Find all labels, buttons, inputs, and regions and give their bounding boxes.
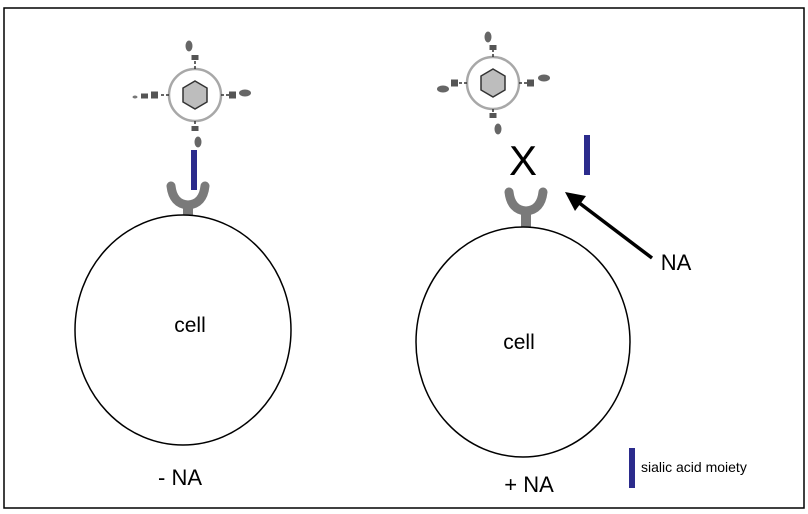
cell-label-left: cell bbox=[174, 314, 206, 337]
legend-label: sialic acid moiety bbox=[641, 459, 747, 475]
condition-label-right: + NA bbox=[504, 472, 554, 497]
virus-spike-top bbox=[185, 40, 199, 69]
cell-label-right: cell bbox=[503, 331, 535, 354]
enzyme-label: NA bbox=[661, 250, 692, 275]
legend-sialic-acid-swatch bbox=[629, 448, 635, 488]
left-panel: cell - NA bbox=[74, 40, 292, 490]
virus-spike-right bbox=[221, 89, 251, 99]
sialic-acid-bar-cleaved bbox=[584, 135, 590, 175]
right-panel: X NA cell + NA bbox=[415, 31, 692, 497]
cell-right bbox=[415, 226, 631, 458]
virus-core-hexagon bbox=[182, 80, 208, 110]
receptor-right bbox=[504, 187, 548, 227]
virus-spike-bottom bbox=[191, 121, 202, 148]
legend: sialic acid moiety bbox=[629, 448, 747, 488]
virus-spike-top bbox=[484, 31, 497, 57]
receptor-left bbox=[166, 181, 210, 218]
blocked-binding-mark: X bbox=[509, 137, 537, 184]
virus-spike-left bbox=[437, 79, 467, 93]
virus-particle-right bbox=[437, 31, 550, 135]
sialic-acid-bar-left bbox=[191, 150, 197, 190]
cell-left bbox=[74, 214, 292, 446]
na-arrow bbox=[565, 192, 654, 260]
virus-particle-left bbox=[132, 40, 251, 148]
virus-spike-bottom bbox=[489, 109, 502, 135]
condition-label-left: - NA bbox=[158, 465, 202, 490]
virus-spike-right bbox=[519, 74, 550, 87]
virus-spike-left bbox=[132, 91, 169, 99]
virus-core-hexagon bbox=[480, 68, 506, 98]
